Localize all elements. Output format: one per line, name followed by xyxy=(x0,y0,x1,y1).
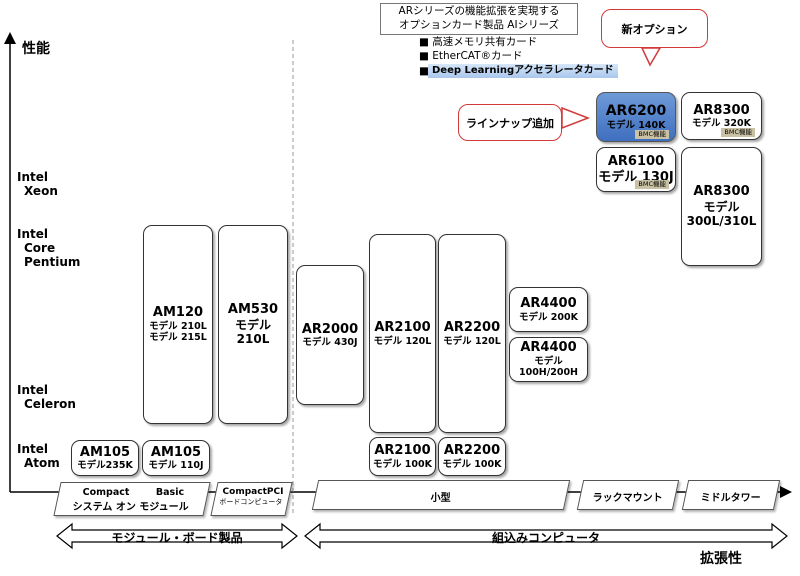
lineup-added-callout: ラインナップ追加 xyxy=(458,104,562,141)
cpu-label-celeron: Intel Celeron xyxy=(17,383,76,411)
bullet-memory-card: ■ 高速メモリ共有カード xyxy=(419,36,538,48)
bmc-badge: BMC機能 xyxy=(635,180,669,189)
bullet-ethercat-card: ■ EtherCAT®カード xyxy=(419,50,523,62)
group-embedded-computer: 組込みコンピュータ xyxy=(491,531,600,545)
new-option-callout-tail xyxy=(640,47,662,67)
cpu-label-atom: Intel Atom xyxy=(17,442,60,470)
category-compactpci: CompactPCI ボードコンピュータ xyxy=(210,482,293,516)
option-card-note: ARシリーズの機能拡張を実現する オプションカード製品 AIシリーズ xyxy=(380,3,578,35)
category-midtower: ミドルタワー xyxy=(681,480,781,510)
lineup-callout-tail xyxy=(561,106,591,130)
bmc-badge: BMC機能 xyxy=(721,128,755,137)
bmc-badge: BMC機能 xyxy=(635,130,669,139)
category-compact-som: Compact Basic システム オン モジュール xyxy=(53,482,211,516)
category-rackmount: ラックマウント xyxy=(576,480,680,510)
cpu-label-core-pentium: Intel Core Pentium xyxy=(17,227,81,269)
category-small: 小型 xyxy=(311,480,571,510)
embedded-arrow xyxy=(304,522,788,550)
module-board-arrow xyxy=(56,522,298,550)
y-axis-label: 性能 xyxy=(22,41,50,57)
cpu-label-xeon: Intel Xeon xyxy=(17,170,58,198)
bullet-dl-marker: ■ xyxy=(419,65,429,77)
x-axis-arrowhead xyxy=(780,486,792,498)
y-axis-arrowhead xyxy=(4,32,16,44)
group-module-board: モジュール・ボード製品 xyxy=(111,531,243,545)
x-axis-label: 拡張性 xyxy=(700,551,742,567)
dl-accelerator-card: Deep Learningアクセラレータカード xyxy=(428,64,618,78)
new-option-callout: 新オプション xyxy=(601,9,708,48)
